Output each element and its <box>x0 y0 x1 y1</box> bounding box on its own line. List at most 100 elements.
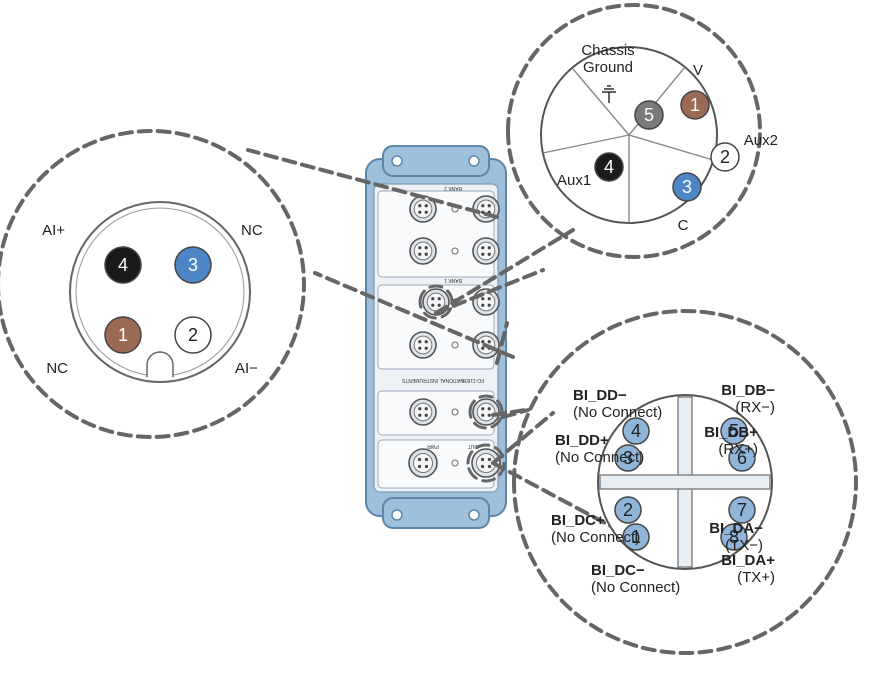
port-pin <box>431 297 435 301</box>
pin-3: 3 <box>174 246 212 284</box>
pin-4: 4 <box>594 152 624 182</box>
pin-5: 5 <box>634 100 664 130</box>
port-face <box>412 452 434 474</box>
cross-horizontal <box>599 474 771 490</box>
port-pin <box>424 210 428 214</box>
pin-1: 1 <box>622 523 650 551</box>
pin-4: 4 <box>104 246 142 284</box>
pin-circle <box>720 417 748 445</box>
bank-1-port <box>472 288 500 316</box>
port-pin <box>431 303 435 307</box>
status-led <box>451 341 459 349</box>
pin-note-label: (No Connect) <box>573 404 662 421</box>
pin-number: 6 <box>737 448 747 468</box>
highlight-ethernet-port <box>468 394 504 430</box>
mounting-tab-top <box>382 497 490 529</box>
pin-2: 2 <box>174 316 212 354</box>
highlight-power-port <box>466 443 506 483</box>
mount-hole <box>391 509 403 521</box>
pin-5: 5 <box>720 417 748 445</box>
pin-number: 3 <box>623 448 633 468</box>
port-face <box>476 241 496 261</box>
pin-circle <box>622 523 650 551</box>
callout-line <box>434 228 575 315</box>
pin-label: AI+ <box>42 222 65 239</box>
port-pin <box>481 297 485 301</box>
pin-note-label: (RX−) <box>735 399 775 416</box>
port-pin <box>487 413 491 417</box>
port-pin <box>487 407 491 411</box>
port-pin <box>487 303 491 307</box>
panel-text: BANK 1 <box>444 277 462 283</box>
pin-number: 5 <box>644 105 654 125</box>
pin-circle <box>614 444 642 472</box>
power-out-port <box>408 448 438 478</box>
port-pin <box>424 413 428 417</box>
pin-circle <box>728 444 756 472</box>
port-pin <box>424 407 428 411</box>
connector-cross <box>599 396 771 568</box>
bank-1-port <box>409 331 437 359</box>
pin-number: 2 <box>623 500 633 520</box>
port-pin <box>424 346 428 350</box>
panel-text: NATIONAL INSTRUMENTS <box>401 377 464 383</box>
pin-note-label: (No Connect) <box>591 579 680 596</box>
port-face <box>413 402 433 422</box>
port-pin <box>418 413 422 417</box>
analog-key-notch <box>146 351 174 377</box>
bank-2-port <box>409 237 437 265</box>
pin-note-label: (No Connect) <box>555 449 644 466</box>
callout-line <box>246 148 499 219</box>
panel-text: BANK 2 <box>444 185 462 191</box>
mount-hole <box>468 509 480 521</box>
port-pin <box>424 246 428 250</box>
analog-callout-circle <box>0 129 306 439</box>
port-pin <box>417 464 422 469</box>
pin-circle <box>720 523 748 551</box>
port-pin <box>487 297 491 301</box>
pin-4: 4 <box>622 417 650 445</box>
pin-number: 1 <box>118 325 128 345</box>
pin-circle <box>680 90 710 120</box>
bank-2-port <box>472 237 500 265</box>
port-pin <box>418 210 422 214</box>
pin-signal-label: BI_DB− <box>721 382 775 399</box>
port-pin <box>424 252 428 256</box>
status-led <box>451 247 459 255</box>
port-pin <box>418 246 422 250</box>
highlight-analog-port <box>418 284 454 320</box>
port-pin <box>418 340 422 344</box>
panel-text: PWR <box>427 443 439 449</box>
port-face <box>413 335 433 355</box>
pin-number: 1 <box>631 527 641 547</box>
port-pin <box>417 457 422 462</box>
callout-line <box>491 408 527 417</box>
mount-hole <box>391 155 403 167</box>
port-pin <box>481 407 485 411</box>
pin-label: V <box>693 62 703 79</box>
port-pin <box>487 464 492 469</box>
pin-signal-label: BI_DD− <box>573 387 627 404</box>
pin-8: 8 <box>720 523 748 551</box>
ethernet-port <box>472 398 500 426</box>
mounting-tab-bottom <box>382 145 490 177</box>
pin-circle <box>104 246 142 284</box>
pin-1: 1 <box>104 316 142 354</box>
pin-label: Chassis <box>581 42 634 59</box>
pin-label: Aux1 <box>557 172 591 189</box>
port-pin <box>480 457 485 462</box>
pin-signal-label: BI_DC+ <box>551 512 605 529</box>
pin-circle <box>634 100 664 130</box>
pin-circle <box>104 316 142 354</box>
port-pin <box>480 464 485 469</box>
port-face <box>476 402 496 422</box>
ethernet-callout-circle <box>512 309 858 655</box>
port-pin <box>487 204 491 208</box>
port-pin <box>418 407 422 411</box>
ethernet-labels: BI_DA+(TX+)BI_DA−(TX−)BI_DB+(RX+)BI_DB−(… <box>551 382 775 596</box>
pin-circle <box>174 246 212 284</box>
pin-label: C <box>678 217 689 234</box>
